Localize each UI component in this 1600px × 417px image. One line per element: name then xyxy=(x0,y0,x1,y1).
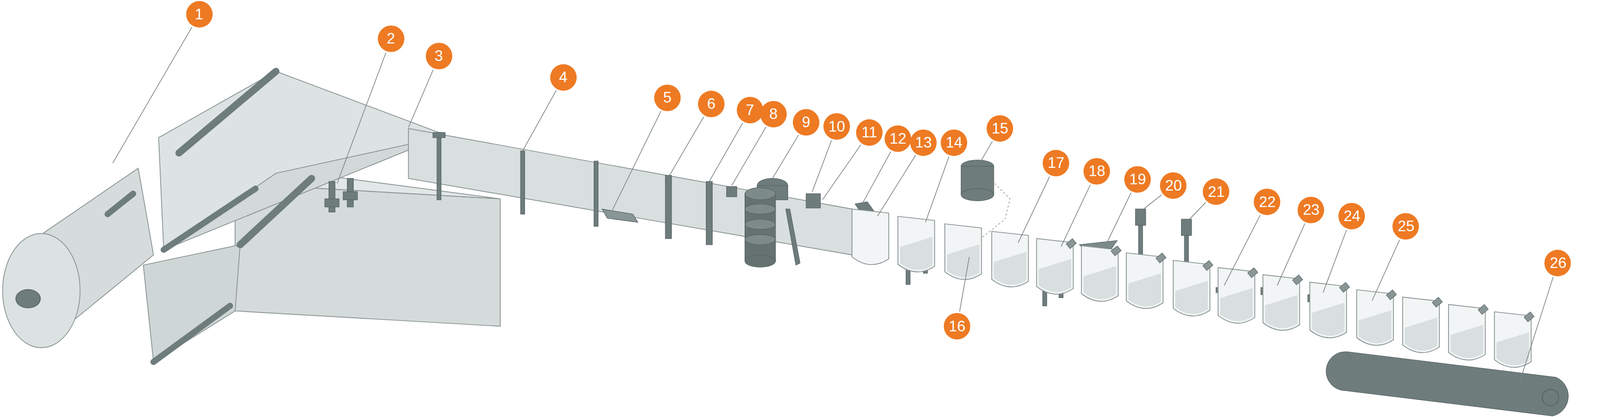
callout-number: 4 xyxy=(550,64,577,91)
pouch xyxy=(991,231,1029,287)
callout-number: 12 xyxy=(884,125,912,152)
film-web xyxy=(2,71,853,363)
callout-circle xyxy=(550,64,577,91)
pouch xyxy=(1494,311,1535,368)
callout-circle xyxy=(986,115,1014,142)
callout-number: 20 xyxy=(1160,172,1187,199)
leader-line xyxy=(731,126,766,186)
callout-circle xyxy=(1253,188,1281,216)
leader-line xyxy=(1106,192,1132,243)
pouch xyxy=(1402,297,1443,353)
leader-line xyxy=(1143,194,1162,210)
leader-line xyxy=(822,144,861,200)
callout-number: 24 xyxy=(1338,203,1365,230)
pouch xyxy=(1262,274,1303,331)
callout-circle xyxy=(1544,249,1571,277)
pouch xyxy=(1448,304,1489,360)
callout-circle xyxy=(425,43,453,70)
callout-circles xyxy=(186,0,1571,340)
callout-number: 15 xyxy=(986,115,1014,142)
machine-parts xyxy=(107,71,1569,417)
callout-number: 2 xyxy=(377,25,404,52)
leader-line xyxy=(1277,223,1305,286)
callout-number: 26 xyxy=(1545,250,1572,277)
leader-line xyxy=(1519,277,1554,382)
pouch xyxy=(897,216,935,272)
callout-circle xyxy=(760,101,787,128)
leader-line xyxy=(877,155,916,217)
callout-number: 18 xyxy=(1083,158,1110,185)
leader-line xyxy=(1189,202,1207,220)
callout-number: 19 xyxy=(1124,166,1152,193)
callout-circle xyxy=(910,129,937,157)
callout-number: 16 xyxy=(943,313,971,340)
leader-line xyxy=(669,116,704,176)
callout-circle xyxy=(943,313,971,340)
leader-line xyxy=(709,122,743,182)
callout-circle xyxy=(698,90,725,118)
callout-circle xyxy=(736,96,764,124)
pouch xyxy=(1081,245,1122,302)
callout-circle xyxy=(654,84,681,112)
callout-circle xyxy=(884,125,912,152)
callout-circle xyxy=(1124,166,1152,194)
callout-number: 17 xyxy=(1043,149,1070,177)
leader-line xyxy=(812,140,832,192)
pouch xyxy=(1218,267,1258,324)
callout-number: 6 xyxy=(698,90,725,118)
leader-line xyxy=(1372,239,1400,301)
callout-number: 8 xyxy=(760,101,787,128)
leader-line xyxy=(981,141,993,161)
callout-number: 21 xyxy=(1203,179,1230,206)
leader-line xyxy=(772,134,799,179)
leader-line xyxy=(1018,176,1050,243)
pouch xyxy=(944,224,982,280)
leader-line xyxy=(408,69,434,128)
leader-line xyxy=(1061,184,1091,247)
callout-circle xyxy=(1083,158,1110,185)
pouches xyxy=(852,209,1535,368)
callout-circle xyxy=(792,109,820,136)
leader-line xyxy=(112,27,193,164)
pouch xyxy=(1309,282,1350,338)
callout-number: 23 xyxy=(1298,196,1325,224)
pouch xyxy=(1126,253,1167,309)
callout-circle xyxy=(186,0,213,28)
callout-number: 1 xyxy=(185,1,212,28)
callout-number: 10 xyxy=(823,113,850,140)
callout-number: 25 xyxy=(1392,213,1420,240)
pouch xyxy=(1173,260,1213,316)
callout-number: 13 xyxy=(910,129,937,156)
pouch xyxy=(852,209,889,265)
leader-line xyxy=(1224,215,1261,286)
pouch xyxy=(1036,238,1077,295)
callout-number: 22 xyxy=(1254,189,1281,216)
callout-circle xyxy=(1202,178,1230,206)
callout-number: 7 xyxy=(736,97,763,124)
callout-circle xyxy=(1042,149,1070,177)
leader-line xyxy=(337,52,387,184)
callout-circle xyxy=(855,119,883,147)
pouch xyxy=(1356,289,1397,346)
leader-line xyxy=(925,156,950,223)
leader-line xyxy=(1323,229,1347,293)
callout-number: 5 xyxy=(654,84,681,111)
callout-circle xyxy=(1338,202,1365,230)
callout-circle xyxy=(823,113,851,140)
callout-circle xyxy=(377,25,405,53)
leader-line xyxy=(862,151,891,204)
callout-circle xyxy=(1297,196,1325,224)
callout-number: 14 xyxy=(941,129,968,156)
leader-line xyxy=(612,111,661,210)
leader-line xyxy=(959,256,970,312)
callout-number: 3 xyxy=(425,43,452,70)
callout-circle xyxy=(1392,212,1420,240)
callout-number: 9 xyxy=(792,109,820,136)
leader-lines xyxy=(112,27,1554,382)
callout-circle xyxy=(1159,172,1187,199)
callout-circle xyxy=(940,129,968,157)
leader-line xyxy=(522,90,556,151)
callout-number: 11 xyxy=(856,119,883,146)
